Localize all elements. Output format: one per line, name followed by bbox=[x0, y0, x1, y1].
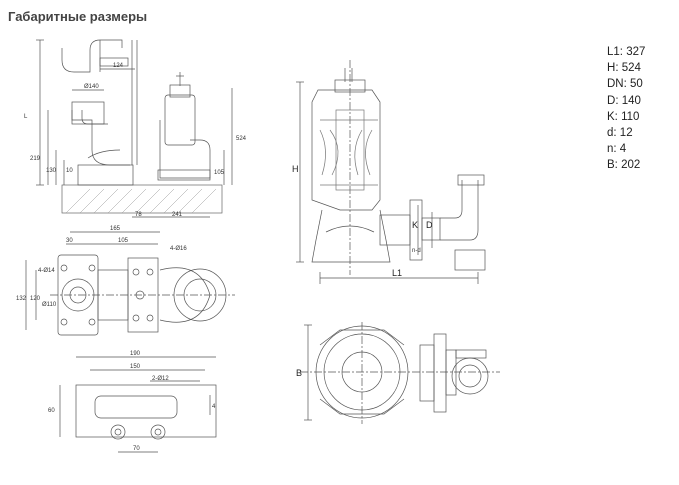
spec-L1: L1: 327 bbox=[607, 46, 646, 58]
dim-130: 130 bbox=[46, 168, 57, 174]
dim-241: 241 bbox=[172, 212, 183, 218]
dim-165: 165 bbox=[110, 226, 121, 232]
dim-L1: L1 bbox=[392, 268, 402, 278]
dim-190: 190 bbox=[130, 351, 141, 357]
dim-H: H bbox=[292, 164, 299, 174]
dim-120: 120 bbox=[30, 296, 41, 302]
dim-D: D bbox=[426, 220, 433, 230]
spec-H: H: 524 bbox=[607, 62, 641, 75]
spec-K: K: 110 bbox=[607, 110, 640, 123]
spec-d: d: 12 bbox=[607, 127, 633, 140]
spec-n: n: 4 bbox=[607, 143, 627, 156]
dim-4-14: 4-Ø14 bbox=[38, 268, 55, 274]
specs-list: L1: 327 H: 524 DN: 50 D: 140 K: 110 d: 1… bbox=[607, 44, 645, 174]
page-title: Габаритные размеры bbox=[8, 9, 148, 24]
dim-524: 524 bbox=[236, 136, 247, 142]
dim-4-16: 4-Ø16 bbox=[170, 246, 187, 252]
dim-L: L bbox=[24, 114, 28, 120]
dim-140: Ø140 bbox=[84, 84, 99, 90]
dim-B: B bbox=[296, 368, 302, 378]
dim-10: 10 bbox=[66, 168, 73, 174]
spec-DN: DN: 50 bbox=[607, 78, 643, 91]
spec-B: B: 202 bbox=[607, 159, 641, 172]
dim-78: 78 bbox=[135, 212, 142, 218]
dim-30: 30 bbox=[66, 238, 73, 244]
dim-4: 4 bbox=[212, 404, 216, 410]
dim-n-d: n-d bbox=[412, 248, 421, 254]
dim-110: Ø110 bbox=[42, 302, 57, 308]
dim-60: 60 bbox=[48, 408, 55, 414]
dim-219: 219 bbox=[30, 156, 41, 162]
dim-K: K bbox=[412, 220, 418, 230]
dim-150: 150 bbox=[130, 364, 141, 370]
dim-124: 124 bbox=[113, 63, 124, 69]
dim-105: 105 bbox=[214, 170, 225, 176]
dim-70: 70 bbox=[133, 446, 140, 452]
dim-2-12: 2-Ø12 bbox=[152, 376, 169, 382]
dim-132: 132 bbox=[16, 296, 27, 302]
spec-D: D: 140 bbox=[607, 94, 641, 107]
dim-105b: 105 bbox=[118, 238, 129, 244]
